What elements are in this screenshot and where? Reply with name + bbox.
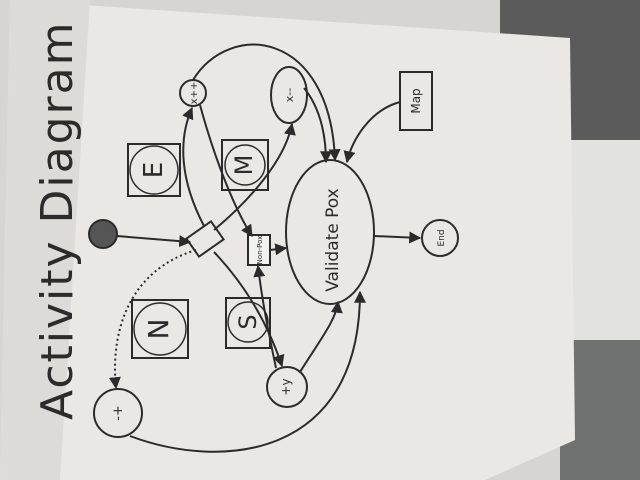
edge-x-plus-to-validate <box>192 43 341 162</box>
letter-e-box <box>127 143 181 197</box>
fork-bar <box>185 219 225 259</box>
edge-x-plus-to-non-pox <box>199 104 253 238</box>
letter-n-circle <box>133 302 187 356</box>
edge-y-plus-to-non-pox <box>253 264 277 369</box>
validate-pox-label: Validate Pox <box>323 188 343 292</box>
map-label: Map <box>409 88 423 113</box>
letter-m-label: M <box>230 155 258 176</box>
letter-m-circle <box>224 144 266 186</box>
edge-map-to-validate <box>343 101 401 164</box>
letter-s-box <box>225 297 271 349</box>
non-pox-label: Non-Pox <box>256 236 264 265</box>
letter-m-box <box>221 139 269 191</box>
edge-fork-to-x-minus <box>213 122 296 231</box>
letter-n-label: N <box>142 319 175 340</box>
paper-sheet <box>0 0 575 480</box>
x-minus-label: x-- <box>283 88 296 102</box>
edge-x-minus-to-validate <box>303 87 332 164</box>
map-node <box>399 71 433 131</box>
diagram-title: Activity Diagram <box>32 21 83 420</box>
letter-e-circle <box>129 145 179 195</box>
edge-fork-to-y-plus <box>213 251 285 368</box>
letter-s-circle <box>227 301 269 343</box>
y-plus-label: +y <box>279 378 293 395</box>
y-minus-label: -+ <box>111 405 126 421</box>
edge-fork-to-x-plus <box>182 106 205 227</box>
edge-non-pox-to-validate <box>269 243 288 256</box>
side-panel <box>570 140 640 340</box>
edge-y-minus-to-validate <box>129 290 366 453</box>
edge-y-plus-to-validate <box>299 300 343 373</box>
paper-shadow <box>0 0 90 480</box>
letter-e-label: E <box>139 162 169 178</box>
letter-s-label: S <box>234 314 262 329</box>
diagram-title-group: Activity Diagram <box>32 21 83 420</box>
x-plus-label: x++ <box>189 82 200 105</box>
edge-start-to-fork <box>116 235 192 248</box>
start-node <box>88 219 118 249</box>
y-plus-node <box>266 366 308 408</box>
letter-n-box <box>131 299 189 359</box>
edge-validate-to-end <box>373 231 422 244</box>
end-label: End <box>437 229 447 246</box>
end-node <box>421 219 459 257</box>
